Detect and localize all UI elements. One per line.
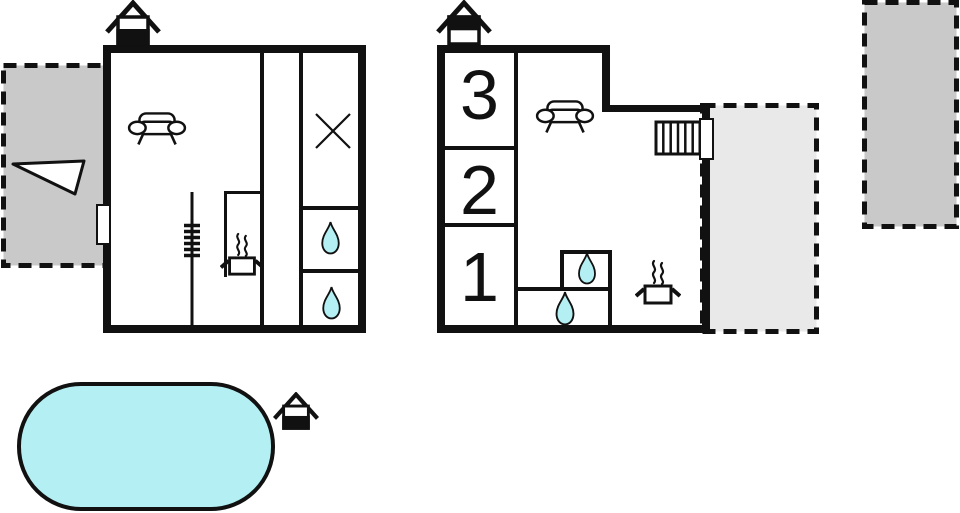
uf-divider-3-2 <box>445 146 514 150</box>
gf-stove-nook-wall-top <box>224 191 262 194</box>
gf-hall-wall-right <box>299 53 303 325</box>
water-drop-icon <box>555 291 575 326</box>
uf-bedroom-partition <box>514 53 518 325</box>
gf-bath-divider-top <box>303 206 358 210</box>
gf-stove-nook-wall-left <box>224 191 227 277</box>
stairs-icon <box>654 120 702 156</box>
pool-level-house-icon <box>272 392 320 430</box>
awning-icon <box>11 159 86 196</box>
uf-left-wall <box>437 45 445 333</box>
left-terrace <box>1 63 109 268</box>
bedroom-3-label: 3 <box>460 56 499 134</box>
gf-bath-divider-bottom <box>303 269 358 273</box>
right-terrace <box>700 103 819 334</box>
uf-right-wall-east <box>702 105 710 333</box>
uf-bath-wall-top <box>518 287 612 291</box>
uf-extension-top-wall <box>602 105 710 112</box>
water-drop-icon <box>322 286 341 320</box>
bedroom-2-label: 2 <box>460 151 499 229</box>
bedroom-1-label: 1 <box>460 238 499 316</box>
uf-shower-wall-left <box>560 250 564 291</box>
upper-right-terrace <box>862 0 959 229</box>
stove-pot-icon <box>635 259 681 305</box>
gf-hall-wall-left <box>260 53 264 325</box>
window-x-icon <box>315 113 351 149</box>
water-drop-icon <box>321 221 340 255</box>
swimming-pool <box>17 382 275 511</box>
stove-pot-icon <box>220 232 264 276</box>
uf-bath-wall-right <box>608 250 612 329</box>
ground-floor-building <box>103 45 366 333</box>
sofa-icon <box>127 112 187 145</box>
ladder-icon <box>184 192 200 325</box>
upper-floor-house-icon <box>436 0 492 46</box>
sofa-icon <box>535 100 595 133</box>
uf-right-wall-north <box>602 45 610 112</box>
ground-floor-door-marker <box>96 204 111 245</box>
uf-divider-2-1 <box>445 223 514 227</box>
uf-top-wall <box>437 45 610 53</box>
water-drop-icon <box>578 252 596 285</box>
ground-floor-house-icon <box>105 0 161 46</box>
uf-shower-wall-top <box>560 250 612 254</box>
upper-floor-door-marker <box>699 118 714 160</box>
uf-bottom-wall <box>437 325 710 333</box>
